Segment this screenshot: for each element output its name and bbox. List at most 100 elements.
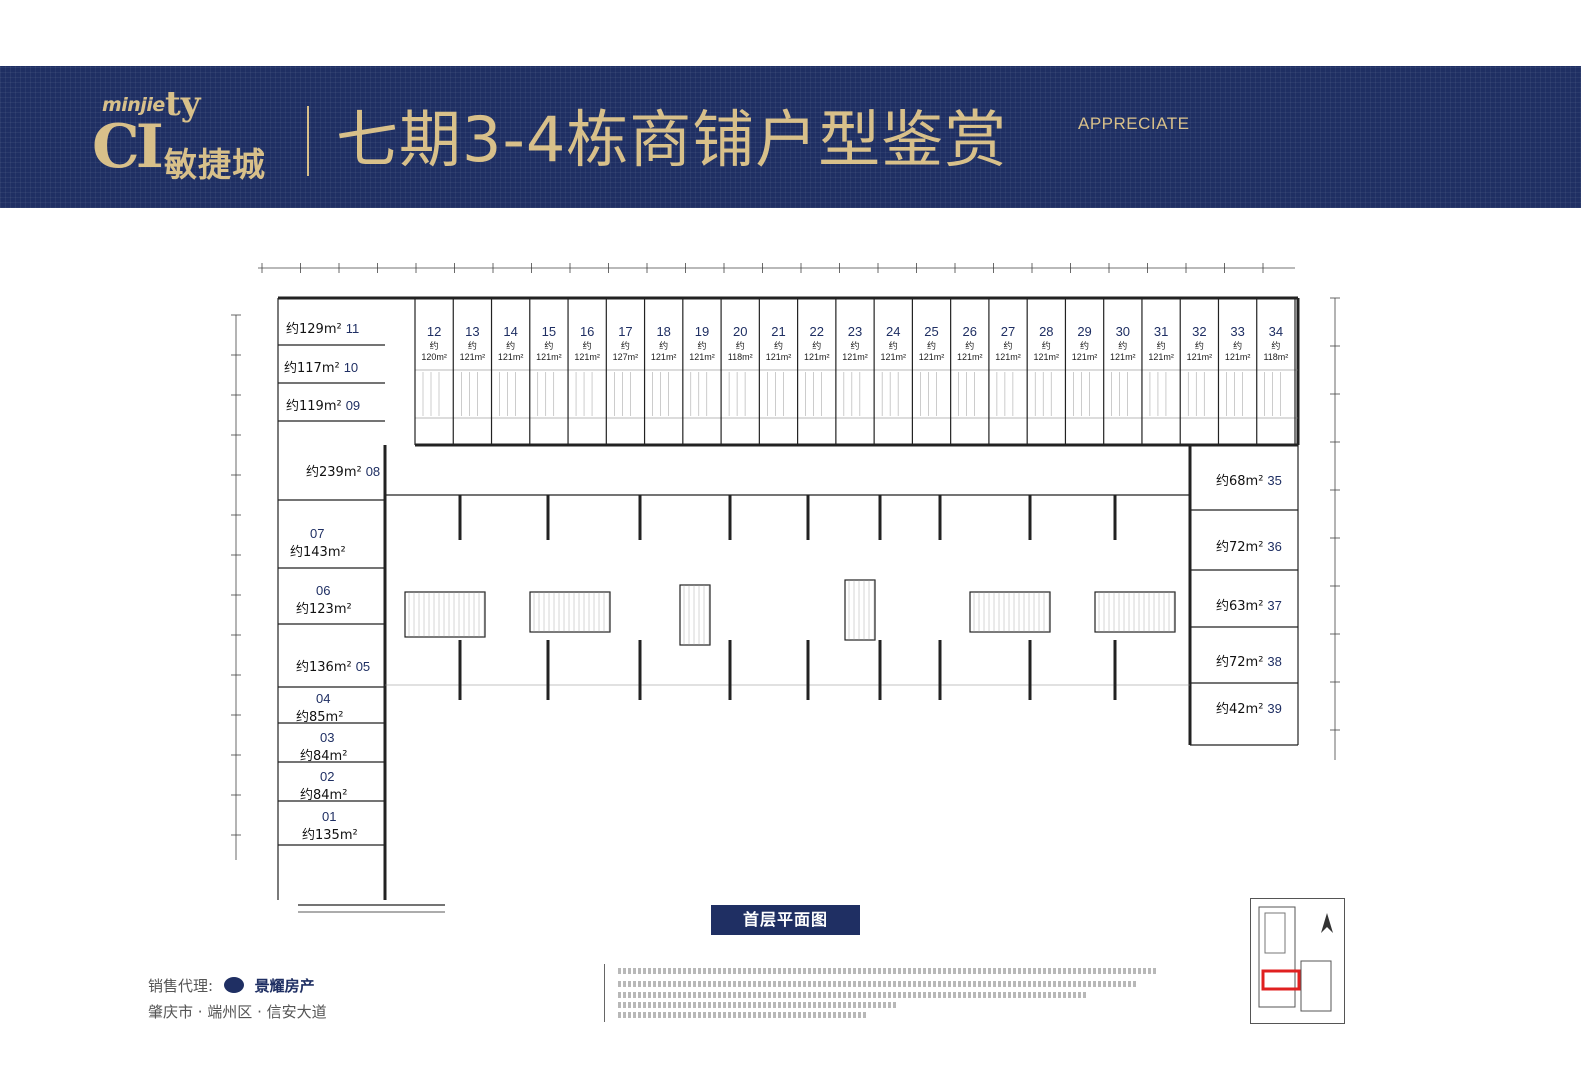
- shop-area: 121m²: [1224, 352, 1251, 362]
- area-prefix: 约: [544, 342, 554, 352]
- fine-print-line: [618, 968, 1158, 974]
- shop-number: 01: [322, 809, 337, 824]
- shop-number: 20: [732, 324, 748, 339]
- shop-area: 121m²: [689, 352, 715, 362]
- shop-area: 121m²: [957, 352, 983, 362]
- area-prefix: 约: [1041, 342, 1051, 352]
- shop-number: 38: [1267, 654, 1282, 669]
- area-prefix: 约: [1003, 342, 1013, 352]
- area-prefix: 约: [965, 342, 975, 352]
- shop-area: 约239m²: [306, 465, 362, 480]
- shop-number: 19: [694, 324, 710, 339]
- logo-ci: CI: [92, 112, 164, 182]
- area-prefix: 约: [659, 342, 669, 352]
- shop-number: 29: [1077, 324, 1092, 339]
- area-prefix: 约: [850, 342, 860, 352]
- room-outline: [1094, 591, 1176, 633]
- shop-area: 约123m²: [296, 602, 352, 617]
- shop-area: 约119m²: [286, 399, 342, 414]
- key-map-drawing: [1258, 906, 1333, 1012]
- shop-number: 13: [465, 324, 480, 339]
- shop-area: 120m²: [421, 352, 447, 362]
- shop-area: 121m²: [497, 352, 524, 362]
- area-prefix: 约: [812, 342, 822, 352]
- shop-number: 31: [1153, 324, 1169, 339]
- header-banner: minjie ty CI 敏捷城 七期3-4栋商铺户型鉴赏 APPRECIATE: [0, 66, 1581, 208]
- shop-number: 11: [345, 321, 360, 336]
- shop-number: 06: [316, 583, 331, 598]
- agent-brand: 景耀房产: [254, 977, 315, 995]
- fine-print-line: [618, 1002, 898, 1008]
- shop-area: 118m²: [727, 352, 753, 362]
- page-subtitle: APPRECIATE: [1078, 114, 1190, 133]
- shop-number: 23: [847, 324, 863, 339]
- shop-area: 118m²: [1263, 352, 1289, 362]
- shop-number: 22: [809, 324, 824, 339]
- room-outline: [969, 591, 1051, 633]
- area-prefix: 约: [888, 342, 898, 352]
- shop-number: 18: [656, 324, 671, 339]
- shop-area: 121m²: [1148, 352, 1174, 362]
- shop-area: 约117m²: [284, 361, 340, 376]
- shop-number: 12: [426, 324, 442, 339]
- shop-area: 121m²: [803, 352, 830, 362]
- area-prefix: 约: [773, 342, 783, 352]
- shop-area: 约63m²: [1216, 599, 1264, 614]
- shop-number: 25: [924, 324, 939, 339]
- area-prefix: 约: [582, 342, 592, 352]
- shop-number: 07: [310, 526, 325, 541]
- shop-area: 约143m²: [290, 545, 346, 560]
- project-address: 肇庆市 · 端州区 · 信安大道: [148, 1003, 327, 1021]
- fine-print-line: [618, 1012, 868, 1018]
- area-prefix: 约: [1118, 342, 1128, 352]
- shop-number: 16: [579, 324, 595, 339]
- area-prefix: 约: [506, 342, 516, 352]
- fine-print-line: [618, 981, 1138, 987]
- banner-divider: [307, 106, 309, 176]
- shop-number: 36: [1267, 539, 1282, 554]
- shop-area: 约72m²: [1216, 540, 1264, 555]
- shop-number: 21: [771, 324, 786, 339]
- shop-area: 121m²: [995, 352, 1021, 362]
- shop-area: 121m²: [1110, 352, 1136, 362]
- area-prefix: 约: [1080, 342, 1090, 352]
- site-key-map: [1250, 898, 1345, 1024]
- logo-latin-suffix: ty: [165, 84, 201, 124]
- area-prefix: 约: [467, 342, 477, 352]
- sales-agent: 销售代理: 景耀房产: [148, 975, 315, 996]
- shop-area: 约85m²: [296, 710, 344, 725]
- shop-number: 14: [503, 324, 518, 339]
- disclaimer-divider: [604, 964, 605, 1022]
- area-prefix: 约: [735, 342, 745, 352]
- shop-number: 10: [343, 360, 359, 375]
- shop-number: 39: [1267, 701, 1282, 716]
- room-outline: [844, 579, 876, 641]
- shop-area: 约135m²: [302, 828, 358, 843]
- shop-number: 17: [618, 324, 633, 339]
- city-logo: minjie ty CI 敏捷城: [92, 84, 282, 186]
- shop-number: 33: [1230, 324, 1245, 339]
- shop-number: 37: [1267, 598, 1282, 613]
- shop-area: 约129m²: [286, 322, 342, 337]
- shop-area: 121m²: [1071, 352, 1098, 362]
